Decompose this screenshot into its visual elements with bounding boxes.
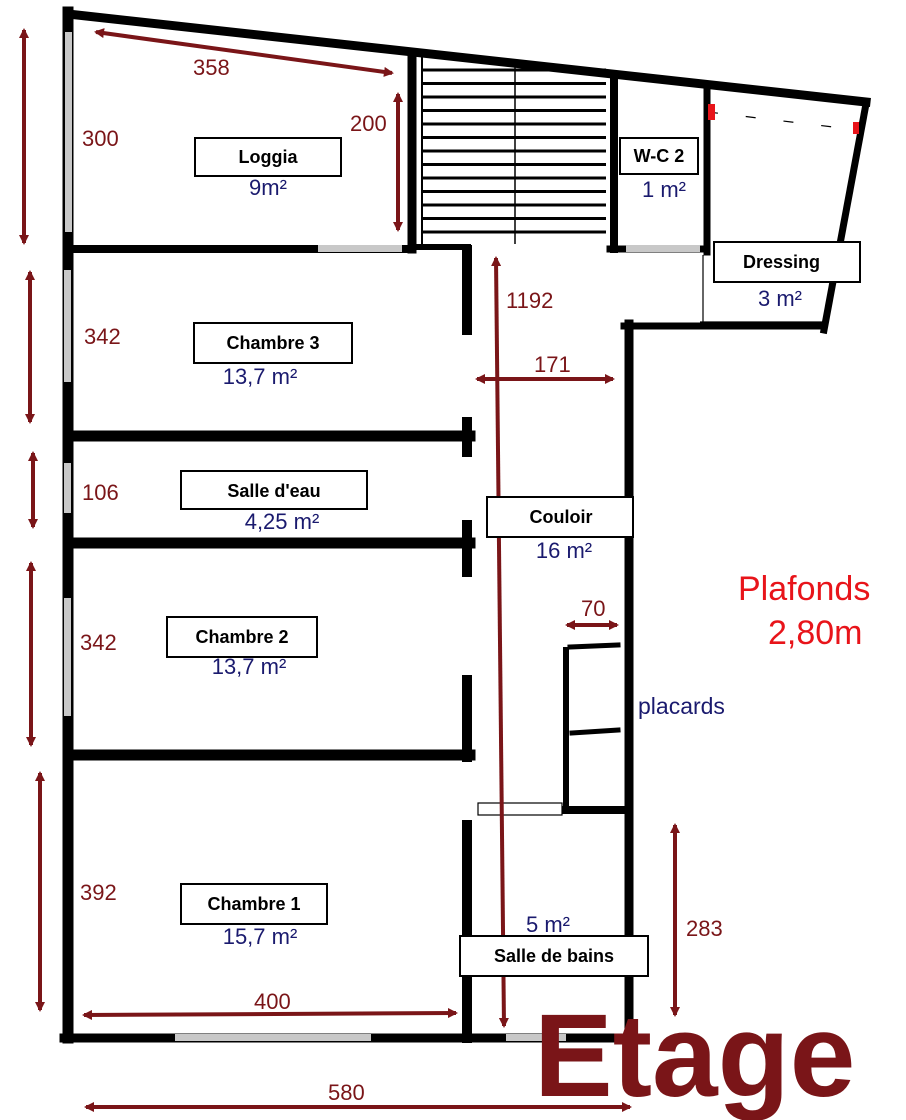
room-area: 1 m² bbox=[642, 177, 686, 202]
room-wc2: W-C 2 1 m² bbox=[619, 137, 699, 202]
room-salle-eau: Salle d'eau 4,25 m² bbox=[180, 470, 368, 534]
room-name: Couloir bbox=[530, 507, 593, 527]
dim-total-width: 580 bbox=[328, 1080, 365, 1105]
room-dressing: Dressing 3 m² bbox=[713, 241, 861, 311]
placards-label: placards bbox=[638, 693, 725, 719]
room-area: 16 m² bbox=[536, 538, 592, 563]
room-name-box bbox=[486, 496, 634, 538]
dimension-labels: 300 358 200 1192 171 342 106 342 392 400… bbox=[80, 55, 723, 1105]
arrow-chambre1-width bbox=[82, 1008, 458, 1020]
window-salle-eau bbox=[64, 463, 71, 513]
ceiling-label: Plafonds bbox=[738, 570, 870, 608]
arrow-loggia-width bbox=[94, 28, 394, 77]
window-chambre2 bbox=[64, 598, 71, 716]
window-chambre3 bbox=[64, 270, 71, 382]
room-chambre2: Chambre 2 13,7 m² bbox=[166, 616, 318, 679]
room-name-box bbox=[180, 883, 328, 925]
room-name-box bbox=[180, 470, 368, 510]
room-name-box bbox=[619, 137, 699, 175]
dim-loggia-height: 300 bbox=[82, 126, 119, 151]
arrow-corridor-length bbox=[491, 256, 509, 1028]
dressing-window bbox=[707, 104, 859, 134]
window-wc-bottom bbox=[626, 245, 700, 252]
floor-title: Etage bbox=[534, 990, 855, 1120]
wall-placard-shelf-2 bbox=[569, 727, 621, 736]
window-loggia-bottom bbox=[318, 245, 402, 252]
dim-sdb-height: 283 bbox=[686, 916, 723, 941]
windows bbox=[64, 32, 700, 1041]
room-name: Salle de bains bbox=[494, 946, 614, 966]
dim-corridor-length: 1192 bbox=[506, 288, 553, 313]
dim-salle-eau-height: 106 bbox=[82, 480, 119, 505]
dim-chambre2-height: 342 bbox=[80, 630, 117, 655]
wall-placard-shelf-1 bbox=[567, 642, 621, 650]
window-sdb-bottom bbox=[506, 1034, 566, 1041]
room-name: Loggia bbox=[239, 147, 299, 167]
staircase bbox=[422, 68, 606, 234]
room-name: Chambre 2 bbox=[195, 627, 288, 647]
dressing-window-tick-right bbox=[853, 122, 859, 134]
room-name: Chambre 1 bbox=[207, 894, 300, 914]
room-area: 13,7 m² bbox=[212, 654, 287, 679]
dimension-arrows bbox=[19, 28, 680, 1112]
room-name-box bbox=[713, 241, 861, 283]
room-area: 5 m² bbox=[526, 912, 570, 937]
window-loggia-left bbox=[65, 32, 72, 232]
room-name: Dressing bbox=[743, 252, 820, 272]
wall-top bbox=[63, 9, 871, 107]
room-chambre3: Chambre 3 13,7 m² bbox=[193, 322, 353, 389]
room-name-box bbox=[459, 935, 649, 977]
room-area: 9m² bbox=[249, 175, 287, 200]
dim-corridor-width: 171 bbox=[534, 352, 571, 377]
room-area: 15,7 m² bbox=[223, 924, 298, 949]
dim-loggia-width: 358 bbox=[193, 55, 230, 80]
wall-right-angled bbox=[819, 99, 871, 335]
room-area: 4,25 m² bbox=[245, 509, 320, 534]
room-name-box bbox=[194, 137, 342, 177]
room-name: W-C 2 bbox=[634, 146, 685, 166]
room-area: 13,7 m² bbox=[223, 364, 298, 389]
room-loggia: Loggia 9m² bbox=[194, 137, 342, 200]
dim-chambre1-height: 392 bbox=[80, 880, 117, 905]
dim-stair-height: 200 bbox=[350, 111, 387, 136]
room-name: Chambre 3 bbox=[226, 333, 319, 353]
dim-placard-depth: 70 bbox=[581, 596, 605, 621]
dressing-window-line bbox=[707, 111, 859, 131]
room-name-box bbox=[193, 322, 353, 364]
window-chambre1-bottom bbox=[175, 1034, 371, 1041]
room-area: 3 m² bbox=[758, 286, 802, 311]
ceiling-value: 2,80m bbox=[768, 614, 863, 652]
room-name-box bbox=[166, 616, 318, 658]
dressing-window-tick-left bbox=[708, 104, 715, 120]
dim-chambre1-width: 400 bbox=[254, 989, 291, 1014]
room-chambre1: Chambre 1 15,7 m² bbox=[180, 883, 328, 949]
room-labels: Loggia 9m² W-C 2 1 m² Dressing 3 m² Cham… bbox=[166, 137, 861, 977]
dim-chambre3-height: 342 bbox=[84, 324, 121, 349]
bathroom-door bbox=[477, 802, 563, 816]
room-salle-bains: 5 m² Salle de bains bbox=[459, 912, 649, 977]
room-couloir: Couloir 16 m² bbox=[486, 496, 634, 563]
room-name: Salle d'eau bbox=[227, 481, 320, 501]
